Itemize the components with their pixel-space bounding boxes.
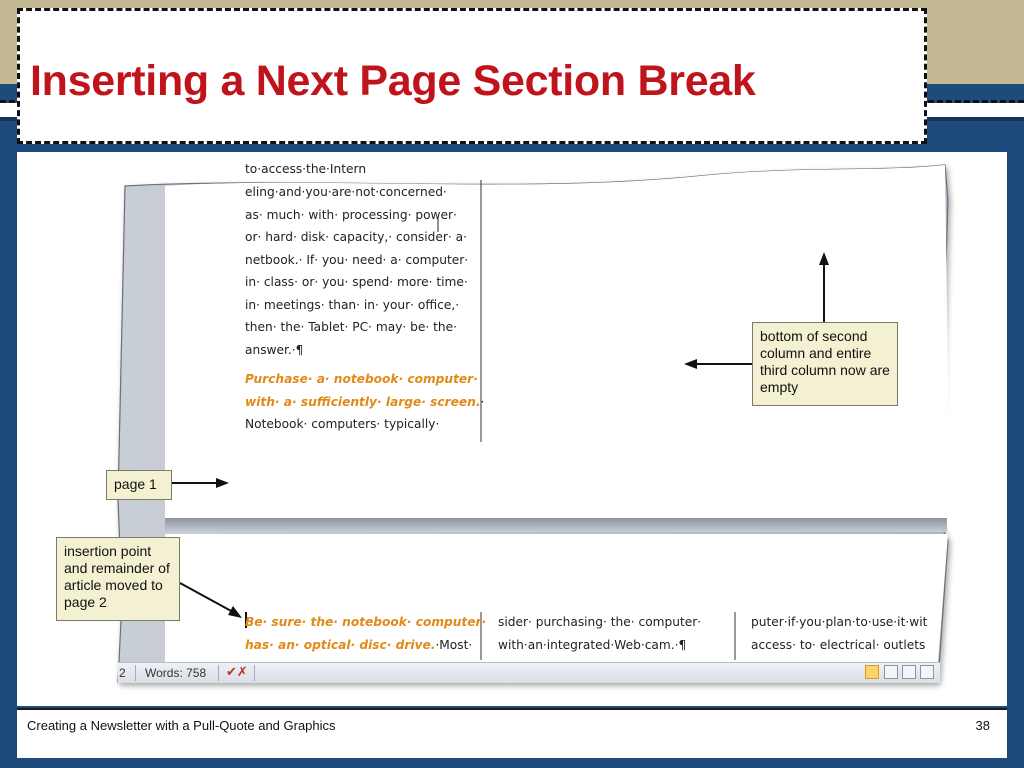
page1-line: in· class· or· you· spend· more· time· — [245, 275, 468, 289]
page1-heading-line2: with· a· sufficiently· large· screen. — [245, 394, 481, 409]
page1-sheet — [165, 165, 950, 518]
page1-column1-text: to·access·the·Intern — [245, 158, 366, 180]
page2-column1-text: Be· sure· the· notebook· computer· has· … — [245, 611, 486, 656]
page1-line: in· meetings· than· in· your· office,· — [245, 297, 460, 312]
page1-last-line: Notebook· computers· typically· — [245, 417, 440, 431]
footer-rule — [17, 708, 1007, 710]
page1-line: eling·and·you·are·not·concerned· — [245, 185, 447, 199]
page2-col1-line1: Be· sure· the· notebook· computer· — [245, 615, 487, 629]
page1-line: to·access·the·Intern — [245, 162, 367, 176]
full-screen-reading-icon[interactable] — [884, 665, 898, 679]
page1-line: then· the· Tablet· PC· may· be· the· — [245, 320, 458, 334]
status-separator — [254, 665, 255, 681]
page2-col1-line2-tail: ·Most· — [435, 637, 473, 652]
callout-insertion-point: insertion point and remainder of article… — [56, 537, 180, 621]
page2-col2-line2: with·an·integrated·Web·cam.·¶ — [498, 637, 687, 652]
slide-title: Inserting a Next Page Section Break — [30, 57, 756, 105]
slide-number: 38 — [975, 718, 990, 733]
word-count[interactable]: Words: 758 — [145, 666, 207, 680]
page1-heading-line1: Purchase· a· notebook· computer· — [245, 372, 478, 386]
page2-column2-text: sider· purchasing· the· computer· with·a… — [498, 611, 701, 656]
page2-col1-line2-heading: has· an· optical· disc· drive. — [245, 637, 436, 652]
footer-text: Creating a Newsletter with a Pull-Quote … — [27, 718, 336, 733]
title-box: Inserting a Next Page Section Break — [17, 8, 927, 144]
proofing-error-icon[interactable]: ✔✗ — [226, 664, 248, 679]
web-layout-icon[interactable] — [902, 665, 916, 679]
arrow-up-head — [819, 252, 829, 265]
page1-bottom-shadow — [165, 518, 947, 532]
page1-line: or· hard· disk· capacity,· consider· a· — [245, 230, 467, 244]
callout-page1: page 1 — [106, 470, 172, 500]
print-layout-icon[interactable] — [865, 665, 879, 679]
page1-heading-tail: · — [480, 394, 485, 409]
status-separator — [135, 665, 136, 681]
page2-column3-text: puter·if·you·plan·to·use·it·wit access· … — [751, 611, 939, 656]
arrow-page1-head — [216, 478, 229, 488]
arrow-left-head — [684, 359, 697, 369]
outline-icon[interactable] — [920, 665, 934, 679]
page1-column1-body: eling·and·you·are·not·concerned· as· muc… — [245, 181, 484, 436]
page2-sheet — [165, 534, 948, 662]
page1-line: netbook.· If· you· need· a· computer· — [245, 252, 469, 267]
status-separator — [218, 665, 219, 681]
status-page-fragment[interactable]: 2 — [119, 666, 126, 680]
footer-bar: Creating a Newsletter with a Pull-Quote … — [17, 710, 1007, 758]
callout-empty-columns: bottom of second column and entire third… — [752, 322, 898, 406]
page1-line: answer.·¶ — [245, 342, 304, 357]
page1-line: as· much· with· processing· power· — [245, 207, 457, 222]
arrow-insertion-line — [179, 582, 234, 613]
arrow-insertion-head — [228, 606, 242, 618]
page2-col3-line2: access· to· electrical· outlets — [751, 637, 926, 652]
page2-col2-line1: sider· purchasing· the· computer· — [498, 615, 702, 629]
page2-col3-line1: puter·if·you·plan·to·use·it·wit — [751, 615, 928, 629]
status-bar: 2 Words: 758 ✔✗ — [118, 662, 940, 683]
